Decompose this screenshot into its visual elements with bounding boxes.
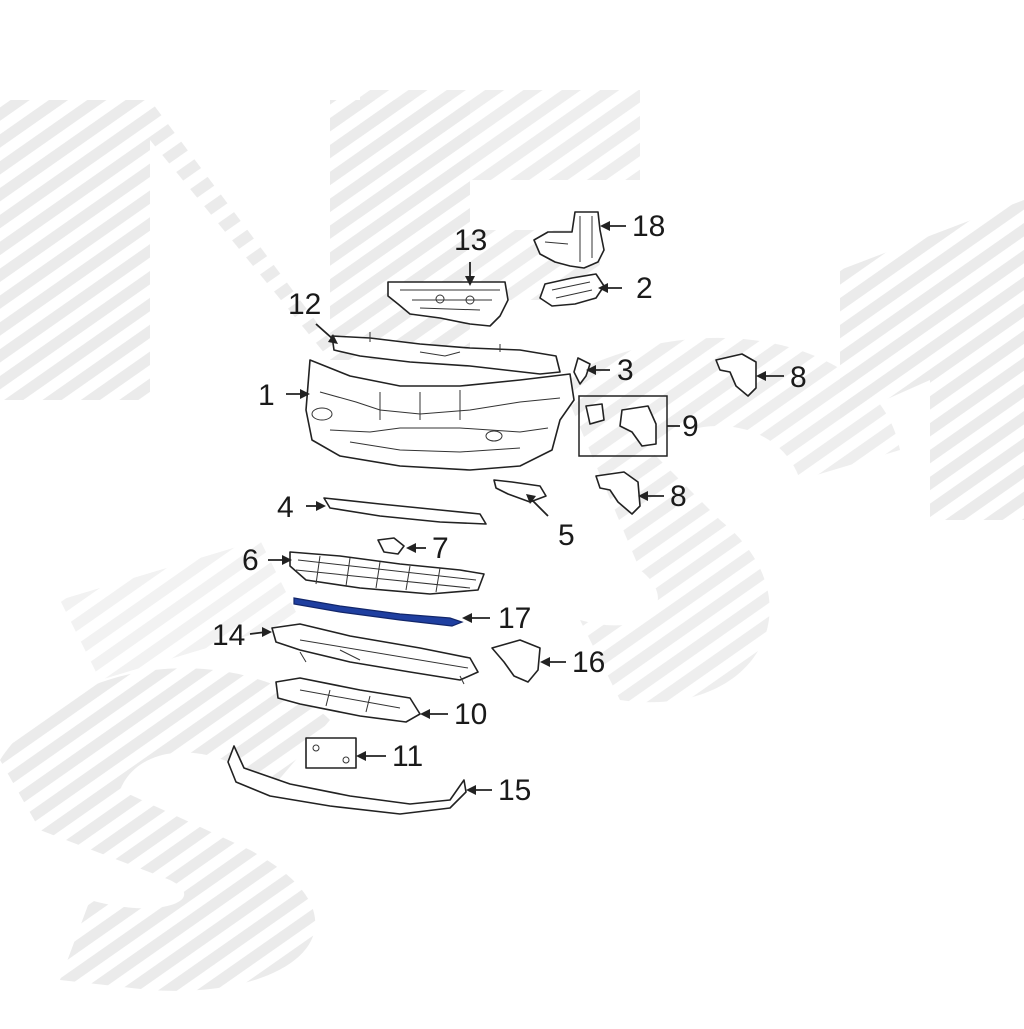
part-8-bezel-lower [595,471,641,515]
part-9-group [578,395,668,457]
callout-6: 6 [242,544,259,577]
callout-8-upper: 8 [790,361,807,394]
callout-8-lower: 8 [670,480,687,513]
part-16-bracket [491,639,541,683]
callout-13: 13 [454,224,487,257]
callout-11: 11 [392,740,423,773]
part-3-clip [573,357,591,385]
part-18-bracket [533,211,605,269]
callout-3: 3 [617,354,634,387]
part-10-support [275,677,421,723]
part-5-trim [493,479,547,503]
watermark-logo [0,90,1024,991]
part-17-strip-highlighted [293,597,464,627]
callout-2: 2 [636,272,653,305]
callout-labels: 1 2 3 4 5 6 7 8 8 9 10 11 12 13 14 15 16… [212,210,807,807]
callout-10: 10 [454,698,487,731]
callout-18: 18 [632,210,665,243]
callout-14: 14 [212,619,245,652]
part-15-lower-lip [227,745,467,815]
callout-4: 4 [277,491,294,524]
callout-5: 5 [558,519,575,552]
callout-17: 17 [498,602,531,635]
part-13-absorber [387,281,509,327]
part-2-bracket [539,273,605,307]
part-8-bezel-upper [715,353,757,397]
callout-7: 7 [432,532,449,565]
part-14-carrier [271,623,479,685]
part-6-grille [289,551,485,595]
leader-lines [249,221,784,795]
part-4-molding [323,497,487,525]
callout-16: 16 [572,646,605,679]
callout-12: 12 [288,288,321,321]
part-11-plate [305,737,357,769]
callout-15: 15 [498,774,531,807]
part-1-bumper-fascia [305,359,575,471]
callout-9: 9 [682,410,699,443]
callout-1: 1 [258,379,275,412]
part-12-upper-bar [331,332,561,375]
part-7-bracket [377,537,405,555]
